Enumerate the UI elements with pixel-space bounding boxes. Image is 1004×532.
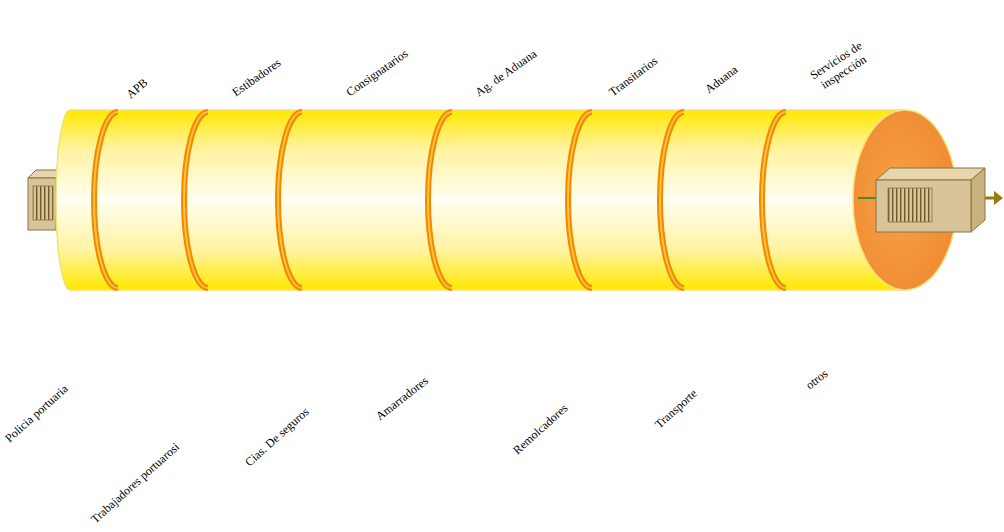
stakeholder-label: Policia portuaria [3,382,71,446]
tube-rings [94,112,786,288]
stakeholder-label: Remolcadores [511,402,571,458]
stakeholder-label: Servicios de inspección [800,34,880,100]
container-right [876,168,1003,232]
stakeholder-label: APB [124,76,151,102]
stakeholder-label: Ag. de Aduana [473,48,540,100]
stakeholder-label: Estibadores [230,57,284,100]
stakeholder-label: Cias. De seguros [243,406,312,470]
stakeholder-label: Trabajadores portuarosi [89,441,183,527]
stakeholder-label: Amarradores [374,375,432,424]
stakeholder-label: Consignatarios [344,47,411,100]
stakeholder-label: Transporte [653,387,701,432]
stakeholder-label: Transitarios [607,55,661,100]
stakeholder-label: Aduana [703,64,741,97]
stakeholder-label: otros [804,367,831,393]
